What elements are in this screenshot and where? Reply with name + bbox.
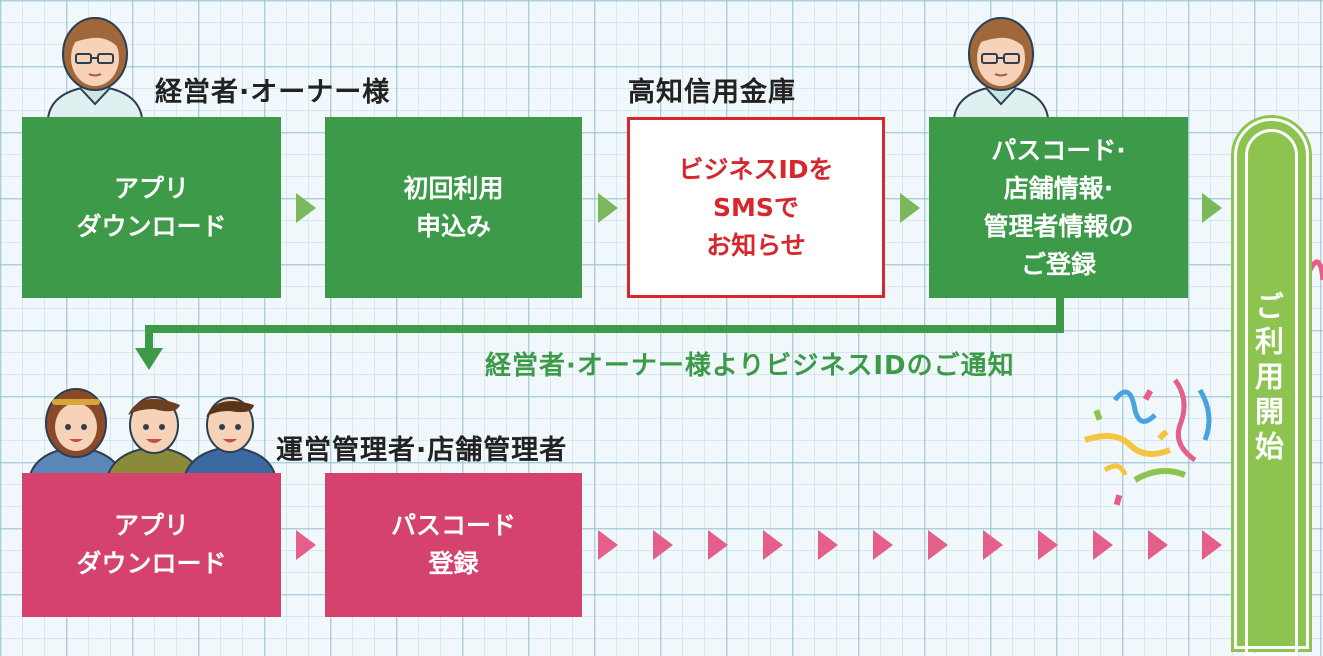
right-triangle-arrow-icon (928, 530, 948, 560)
right-triangle-arrow-icon (1038, 530, 1058, 560)
right-triangle-arrow-icon (1202, 193, 1222, 223)
managers-heading: 運営管理者·店舗管理者 (276, 435, 568, 466)
right-triangle-arrow-icon (598, 530, 618, 560)
owner-step-registration: パスコード· 店舗情報· 管理者情報の ご登録 (929, 117, 1188, 298)
right-triangle-arrow-icon (900, 193, 920, 223)
bank-heading: 高知信用金庫 (628, 77, 796, 108)
staff-avatars-icon (30, 388, 275, 475)
right-triangle-arrow-icon (653, 530, 673, 560)
bank-step-business-id-sms: ビジネスIDを SMSで お知らせ (627, 117, 885, 298)
right-triangle-arrow-icon (1093, 530, 1113, 560)
right-triangle-arrow-icon (296, 530, 316, 560)
start-of-use-label: ご利用開始 (1250, 291, 1285, 466)
right-triangle-arrow-icon (1148, 530, 1168, 560)
right-triangle-arrow-icon (873, 530, 893, 560)
manager-step-passcode-registration: パスコード 登録 (325, 473, 582, 617)
owner-avatar-icon (46, 17, 144, 118)
business-id-notice: 経営者·オーナー様よりビジネスIDのご通知 (485, 351, 1015, 381)
right-triangle-arrow-icon (1202, 530, 1222, 560)
right-triangle-arrow-icon (708, 530, 728, 560)
start-of-use-bar: ご利用開始 (1234, 118, 1309, 656)
right-triangle-arrow-icon (818, 530, 838, 560)
owner-avatar-icon (952, 17, 1050, 118)
owner-heading: 経営者·オーナー様 (155, 77, 391, 108)
return-connector-arrow (135, 296, 1064, 370)
right-triangle-arrow-icon (296, 193, 316, 223)
confetti-icon (1084, 378, 1212, 506)
right-triangle-arrow-icon (983, 530, 1003, 560)
right-triangle-arrow-icon (763, 530, 783, 560)
right-triangle-arrow-icon (598, 193, 618, 223)
owner-step-first-use-application: 初回利用 申込み (325, 117, 582, 298)
down-arrow-icon (135, 348, 163, 370)
owner-step-app-download: アプリ ダウンロード (22, 117, 281, 298)
manager-step-app-download: アプリ ダウンロード (22, 473, 281, 617)
